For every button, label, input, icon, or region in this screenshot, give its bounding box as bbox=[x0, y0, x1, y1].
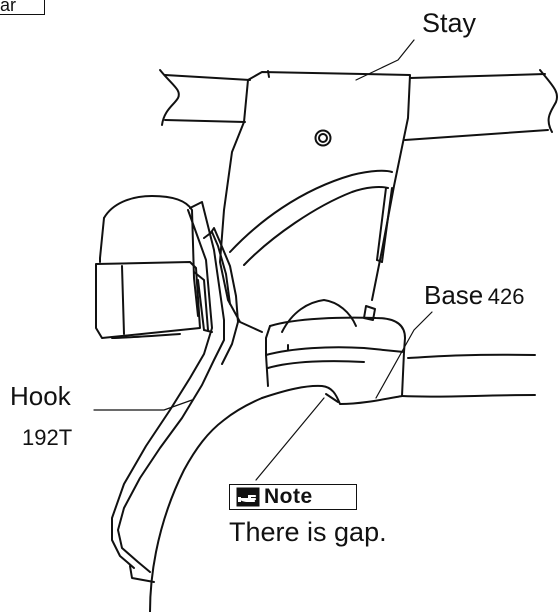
hook-label: Hook bbox=[10, 381, 71, 411]
roof-surface bbox=[149, 353, 536, 612]
hook-cap bbox=[95, 195, 213, 339]
hook-part-number: 192T bbox=[22, 425, 73, 450]
note-label: Note bbox=[264, 485, 313, 508]
base-part-number: 426 bbox=[487, 284, 525, 309]
base-block bbox=[265, 299, 406, 397]
hook-arm bbox=[111, 201, 239, 583]
corner-label-box: ear bbox=[0, 0, 45, 15]
stay-body bbox=[219, 70, 411, 333]
base-label-text: Base bbox=[424, 280, 484, 310]
base-label: Base 426 bbox=[424, 282, 524, 308]
leader-lines bbox=[93, 39, 433, 481]
pointing-hand-icon bbox=[236, 487, 260, 507]
gap-note-text: There is gap. bbox=[229, 517, 387, 547]
stay-label: Stay bbox=[422, 8, 477, 38]
note-badge: Note bbox=[229, 484, 357, 510]
bar-tube bbox=[159, 69, 558, 141]
